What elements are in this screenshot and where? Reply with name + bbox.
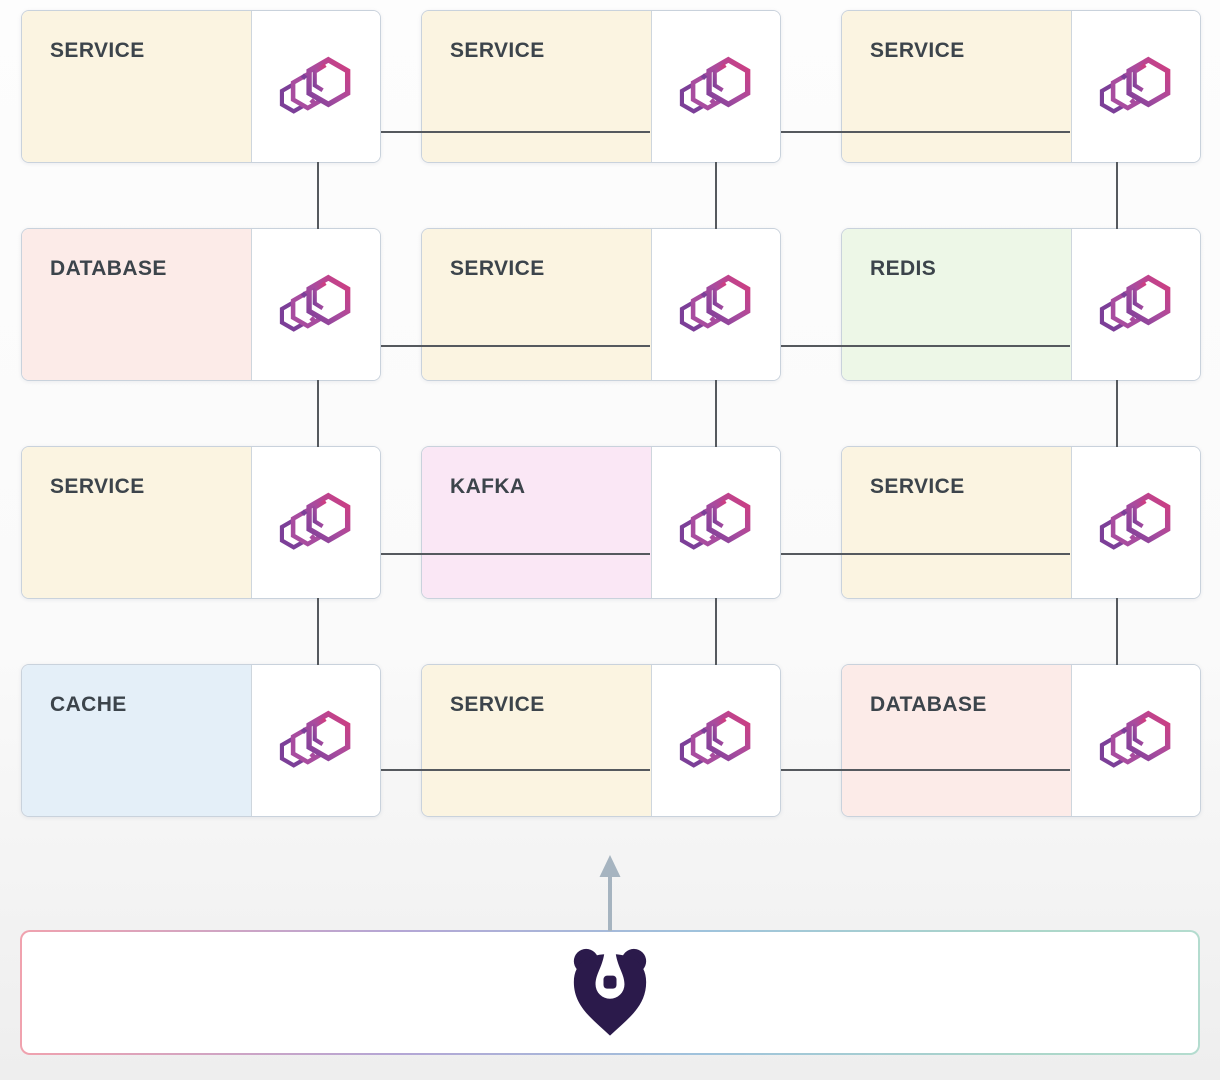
node-label-section: SERVICE [842, 447, 1071, 598]
hexagon-inner-edge [1132, 716, 1147, 746]
node-icon-section [1071, 665, 1200, 816]
hexagon-inner-edge [712, 62, 727, 92]
node-label: CACHE [50, 693, 127, 716]
accent-diamond [1120, 508, 1128, 516]
node-label-section: SERVICE [422, 229, 651, 380]
node-icon-section [1071, 447, 1200, 598]
accent-diamond [1129, 97, 1136, 105]
accent-diamond [709, 315, 716, 323]
bear-logo-icon [573, 948, 647, 1036]
bear-nose [603, 975, 617, 989]
node-icon-section [251, 447, 380, 598]
node-label: SERVICE [870, 39, 965, 62]
container-stack-icon [679, 710, 751, 768]
node-service[interactable]: SERVICE [421, 10, 781, 163]
accent-diamond [1129, 315, 1136, 323]
accent-diamond [1120, 726, 1128, 734]
node-label-section: SERVICE [22, 447, 251, 598]
accent-diamond [709, 97, 716, 105]
hexagon-inner-edge [1132, 498, 1147, 528]
node-icon-section [251, 665, 380, 816]
node-service[interactable]: SERVICE [421, 664, 781, 817]
accent-diamond [700, 290, 708, 298]
node-database[interactable]: DATABASE [21, 228, 381, 381]
node-service[interactable]: SERVICE [421, 228, 781, 381]
container-stack-icon [1099, 274, 1171, 332]
hexagon-inner-edge [712, 280, 727, 310]
container-stack-icon [279, 492, 351, 550]
node-label-section: KAFKA [422, 447, 651, 598]
accent-diamond [700, 72, 708, 80]
hexagon-inner-edge [312, 62, 327, 92]
accent-diamond [709, 533, 716, 541]
node-label-section: REDIS [842, 229, 1071, 380]
node-redis[interactable]: REDIS [841, 228, 1201, 381]
accent-diamond [1129, 751, 1136, 759]
node-label: SERVICE [870, 475, 965, 498]
container-stack-icon [279, 56, 351, 114]
node-label-section: DATABASE [842, 665, 1071, 816]
node-label: SERVICE [50, 475, 145, 498]
accent-diamond [709, 751, 716, 759]
footer-panel[interactable] [20, 930, 1200, 1055]
container-stack-icon [679, 492, 751, 550]
accent-diamond [300, 290, 308, 298]
hexagon-inner-edge [312, 716, 327, 746]
hexagon-inner-edge [712, 716, 727, 746]
node-icon-section [651, 447, 780, 598]
node-label: DATABASE [870, 693, 987, 716]
node-label: REDIS [870, 257, 937, 280]
node-label: SERVICE [50, 39, 145, 62]
node-icon-section [651, 229, 780, 380]
container-stack-icon [279, 274, 351, 332]
node-icon-section [651, 11, 780, 162]
hexagon-inner-edge [1132, 280, 1147, 310]
hexagon-inner-edge [1132, 62, 1147, 92]
node-icon-section [1071, 11, 1200, 162]
accent-diamond [1120, 72, 1128, 80]
node-cache[interactable]: CACHE [21, 664, 381, 817]
container-stack-icon [679, 274, 751, 332]
node-label-section: SERVICE [422, 665, 651, 816]
node-label-section: SERVICE [422, 11, 651, 162]
container-stack-icon [1099, 710, 1171, 768]
node-label: SERVICE [450, 257, 545, 280]
node-service[interactable]: SERVICE [841, 446, 1201, 599]
node-icon-section [1071, 229, 1200, 380]
container-stack-icon [1099, 56, 1171, 114]
node-label-section: DATABASE [22, 229, 251, 380]
container-stack-icon [1099, 492, 1171, 550]
container-stack-icon [279, 710, 351, 768]
container-stack-icon [679, 56, 751, 114]
accent-diamond [1120, 290, 1128, 298]
node-icon-section [251, 11, 380, 162]
node-database[interactable]: DATABASE [841, 664, 1201, 817]
hexagon-inner-edge [312, 498, 327, 528]
node-label: SERVICE [450, 693, 545, 716]
node-label-section: SERVICE [22, 11, 251, 162]
footer-arrow-head [599, 855, 621, 877]
hexagon-inner-edge [712, 498, 727, 528]
hexagon-inner-edge [312, 280, 327, 310]
accent-diamond [1129, 533, 1136, 541]
node-icon-section [651, 665, 780, 816]
node-service[interactable]: SERVICE [21, 10, 381, 163]
node-label: SERVICE [450, 39, 545, 62]
node-label: KAFKA [450, 475, 526, 498]
node-kafka[interactable]: KAFKA [421, 446, 781, 599]
footer-panel-body [22, 932, 1198, 1053]
node-service[interactable]: SERVICE [21, 446, 381, 599]
node-icon-section [251, 229, 380, 380]
node-label: DATABASE [50, 257, 167, 280]
node-service[interactable]: SERVICE [841, 10, 1201, 163]
node-label-section: CACHE [22, 665, 251, 816]
node-label-section: SERVICE [842, 11, 1071, 162]
